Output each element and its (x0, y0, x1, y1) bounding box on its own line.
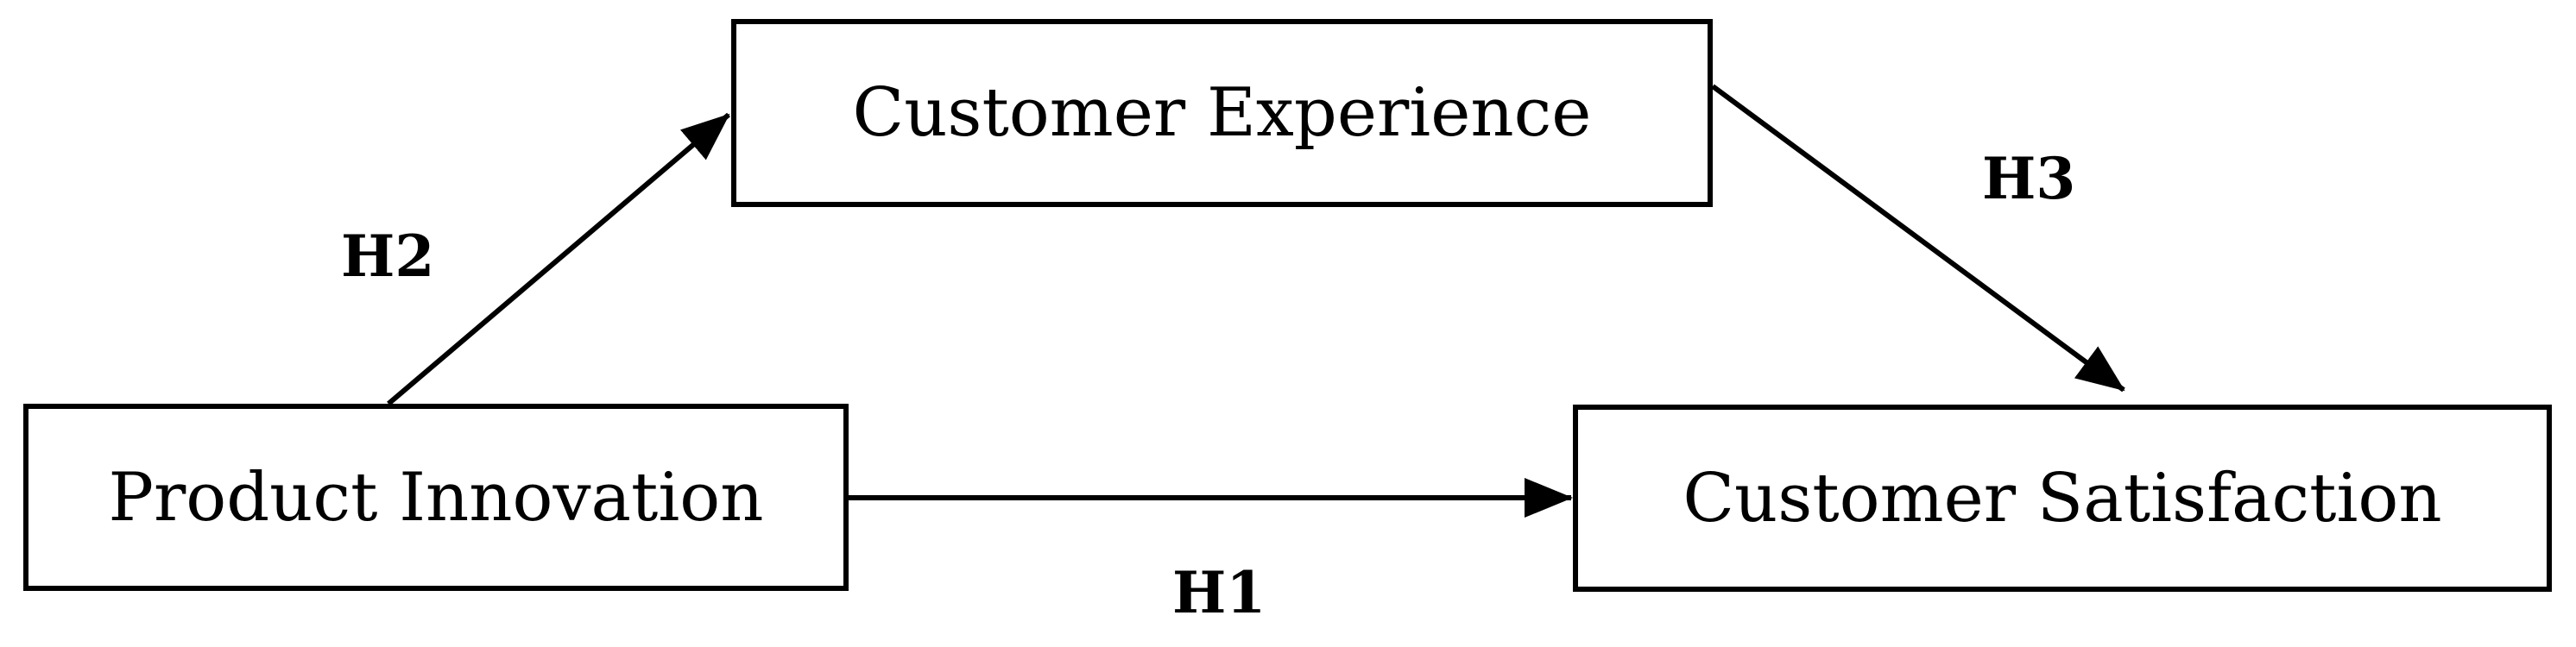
edge-h3-arrow (1711, 84, 2125, 393)
node-label-customer-satisfaction: Customer Satisfaction (1683, 459, 2442, 537)
node-product-innovation: Product Innovation (23, 404, 849, 591)
node-customer-experience: Customer Experience (731, 19, 1713, 207)
edge-label-h3: H3 (1982, 145, 2076, 212)
edge-label-h2: H2 (341, 223, 435, 290)
edge-h2-arrow (387, 112, 730, 406)
edge-label-h1: H1 (1172, 559, 1266, 626)
node-customer-satisfaction: Customer Satisfaction (1573, 405, 2552, 592)
node-label-customer-experience: Customer Experience (852, 74, 1592, 152)
node-label-product-innovation: Product Innovation (108, 458, 764, 537)
